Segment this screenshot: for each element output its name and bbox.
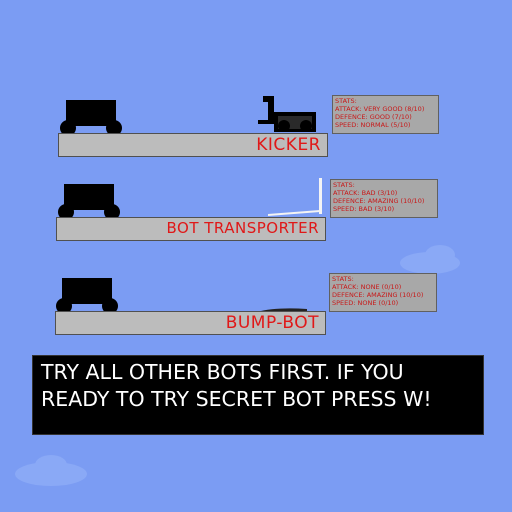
instruction-banner: TRY ALL OTHER BOTS FIRST. IF YOU READY T…	[32, 355, 484, 435]
bot-name-bump-bot[interactable]: BUMP-BOT	[225, 313, 319, 333]
bot-name-transporter[interactable]: BOT TRANSPORTER	[166, 219, 319, 237]
stats-title: STATS:	[332, 275, 354, 283]
stats-attack: ATTACK: NONE (0/10)	[332, 283, 402, 291]
platform: BOT TRANSPORTER	[56, 217, 326, 241]
stats-attack: ATTACK: VERY GOOD (8/10)	[335, 105, 425, 113]
stats-attack: ATTACK: BAD (3/10)	[333, 189, 398, 197]
kicker-bot-icon	[258, 96, 316, 132]
stats-panel-transporter: STATS: ATTACK: BAD (3/10) DEFENCE: AMAZI…	[330, 179, 438, 218]
player-bot-icon	[60, 100, 122, 136]
cloud-icon	[425, 245, 455, 265]
transporter-ramp-icon	[268, 178, 322, 216]
stats-title: STATS:	[333, 181, 355, 189]
stats-speed: SPEED: NORMAL (5/10)	[335, 121, 411, 129]
stats-panel-kicker: STATS: ATTACK: VERY GOOD (8/10) DEFENCE:…	[332, 95, 439, 134]
banner-text: TRY ALL OTHER BOTS FIRST. IF YOU READY T…	[41, 360, 432, 411]
bot-name-kicker[interactable]: KICKER	[256, 135, 321, 155]
stats-speed: SPEED: BAD (3/10)	[333, 205, 395, 213]
stats-title: STATS:	[335, 97, 357, 105]
stats-defence: DEFENCE: GOOD (7/10)	[335, 113, 412, 121]
player-bot-icon	[56, 278, 118, 314]
stats-defence: DEFENCE: AMAZING (10/10)	[333, 197, 425, 205]
platform: BUMP-BOT	[55, 311, 326, 335]
stats-defence: DEFENCE: AMAZING (10/10)	[332, 291, 424, 299]
stats-speed: SPEED: NONE (0/10)	[332, 299, 399, 307]
cloud-icon	[35, 455, 67, 475]
player-bot-icon	[58, 184, 120, 220]
stats-panel-bump-bot: STATS: ATTACK: NONE (0/10) DEFENCE: AMAZ…	[329, 273, 437, 312]
platform: KICKER	[58, 133, 328, 157]
